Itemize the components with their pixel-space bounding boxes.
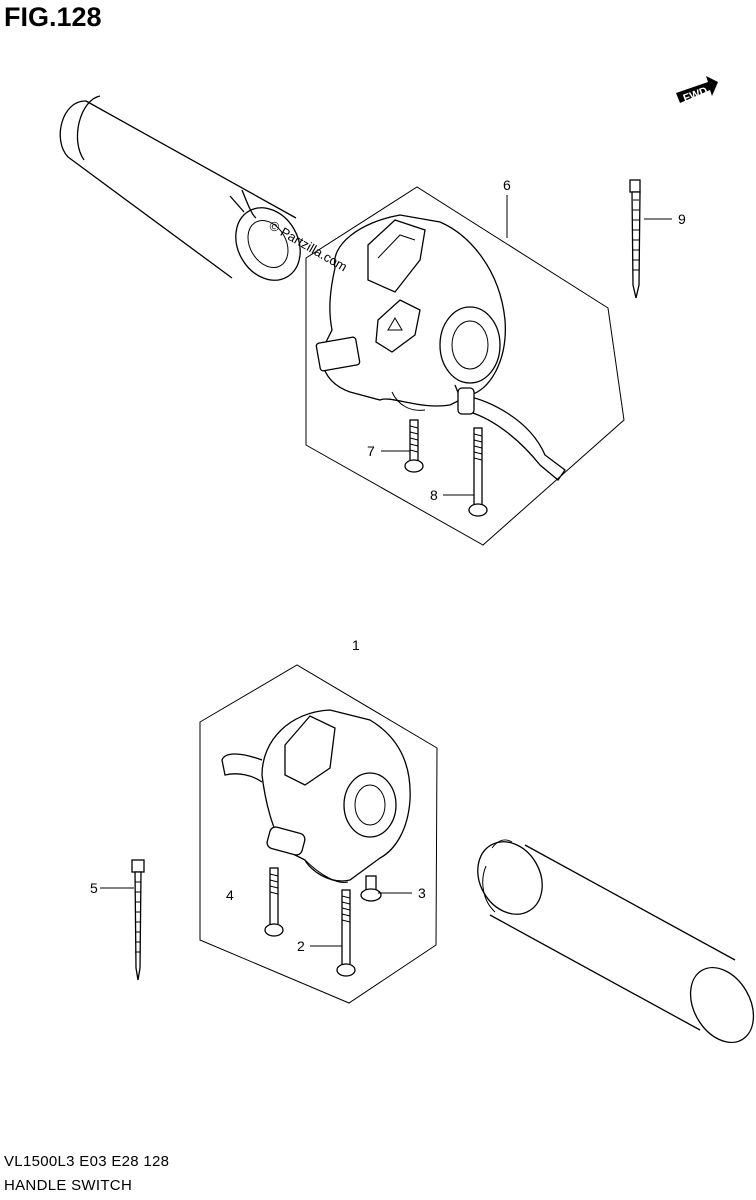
callout-6: 6 xyxy=(503,177,511,193)
screw-8 xyxy=(468,427,488,517)
callout-1: 1 xyxy=(352,637,360,653)
cable-tie-9 xyxy=(629,179,641,299)
callout-2: 2 xyxy=(297,938,305,954)
lower-assembly-frame xyxy=(199,664,438,1004)
lower-grip xyxy=(477,839,755,1044)
screw-4 xyxy=(264,867,284,937)
callout-7: 7 xyxy=(367,443,375,459)
figure-title: FIG.128 xyxy=(4,2,102,32)
callout-8: 8 xyxy=(430,487,438,503)
fwd-arrow-icon: FWD xyxy=(676,76,718,105)
callout-4: 4 xyxy=(226,887,234,903)
model-code: VL1500L3 E03 E28 128 xyxy=(4,1153,170,1170)
callout-5: 5 xyxy=(90,880,98,896)
upper-grip xyxy=(59,95,301,281)
screw-3 xyxy=(360,875,382,902)
screw-7 xyxy=(404,419,424,473)
lower-switch-housing xyxy=(221,709,411,884)
cable-tie-5 xyxy=(131,859,145,981)
section-name: HANDLE SWITCH xyxy=(4,1177,133,1194)
screw-2 xyxy=(336,889,356,977)
callout-3: 3 xyxy=(418,885,426,901)
callout-9: 9 xyxy=(678,211,686,227)
upper-switch-housing xyxy=(315,214,566,481)
upper-assembly-frame xyxy=(305,186,625,546)
fwd-label: FWD xyxy=(682,85,710,105)
